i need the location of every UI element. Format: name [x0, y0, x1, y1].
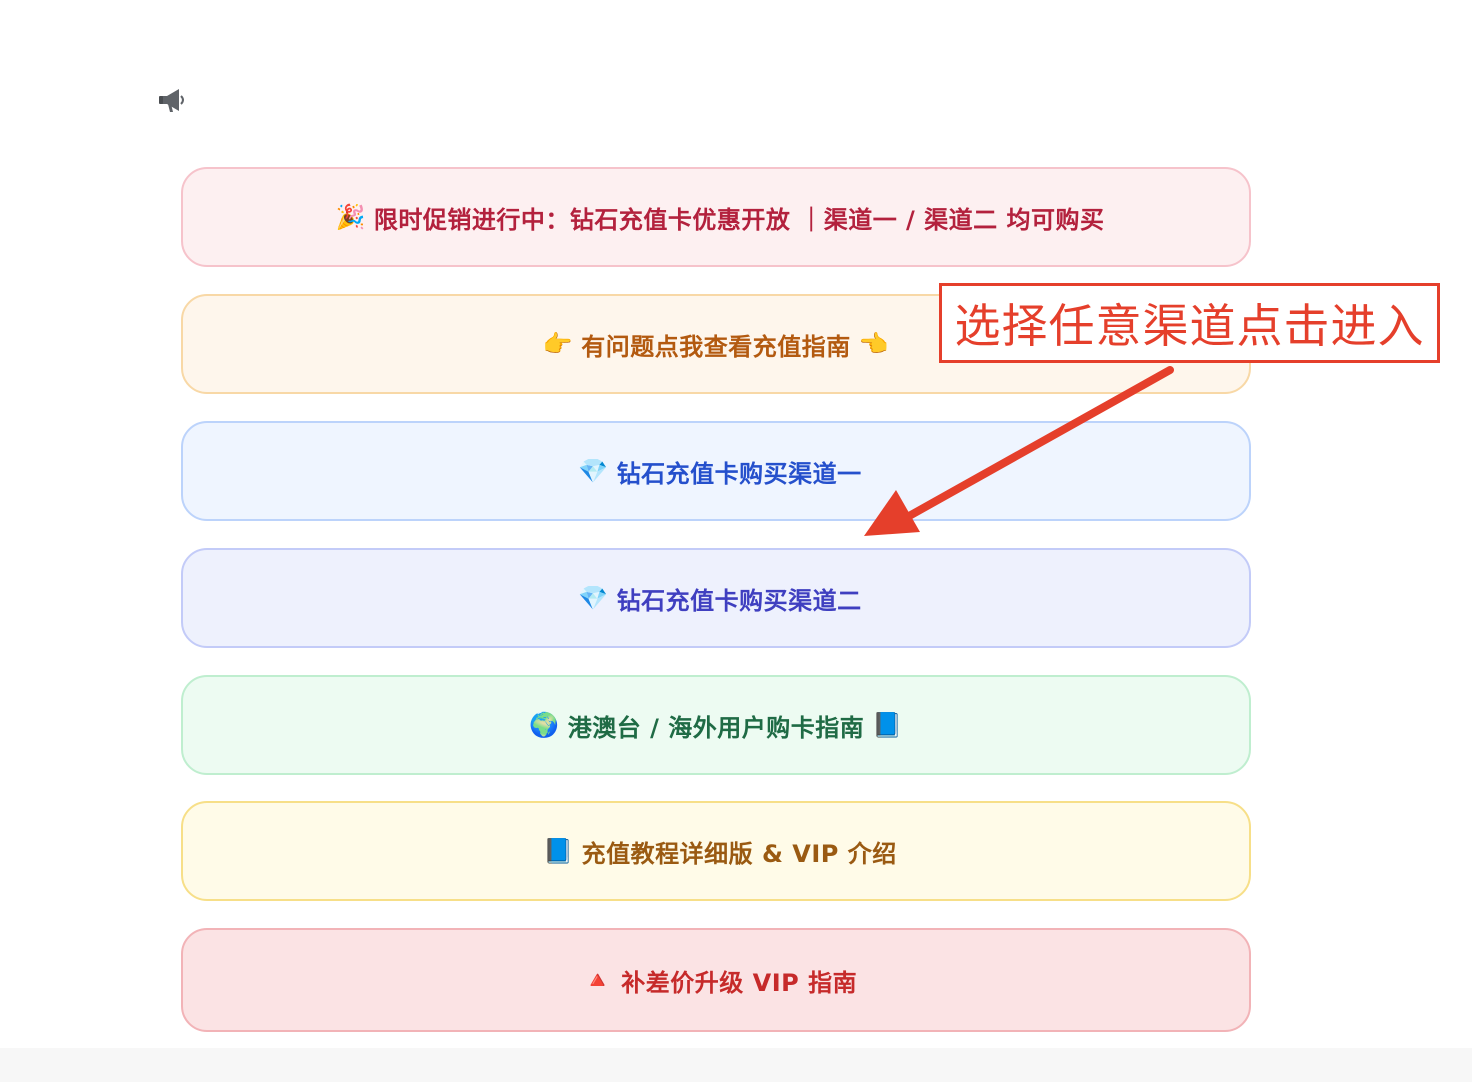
channel-one-button[interactable]: 💎 钻石充值卡购买渠道一 [181, 421, 1251, 521]
diamond-icon: 💎 [578, 584, 609, 612]
annotation-callout: 选择任意渠道点击进入 [939, 283, 1440, 363]
blue-book-icon: 📘 [872, 711, 903, 739]
recharge-guide-label: 有问题点我查看充值指南 [581, 332, 851, 361]
megaphone-icon [159, 89, 184, 112]
globe-icon: 🌍 [529, 711, 560, 739]
red-triangle-icon: 🔺 [582, 966, 614, 994]
promo-banner-button[interactable]: 🎉 限时促销进行中：钻石充值卡优惠开放 ｜渠道一 / 渠道二 均可购买 [181, 167, 1251, 267]
channel-two-button[interactable]: 💎 钻石充值卡购买渠道二 [181, 548, 1251, 648]
overseas-guide-label: 港澳台 / 海外用户购卡指南 [567, 713, 865, 742]
diamond-icon: 💎 [578, 457, 609, 485]
annotation-arrow-icon [864, 366, 1174, 536]
promo-banner-label: 限时促销进行中：钻石充值卡优惠开放 ｜渠道一 / 渠道二 均可购买 [373, 205, 1105, 234]
tutorial-vip-label: 充值教程详细版 & VIP 介绍 [581, 839, 897, 868]
pointing-left-icon: 👈 [858, 330, 890, 358]
party-popper-icon: 🎉 [335, 203, 366, 231]
tutorial-vip-button[interactable]: 📘 充值教程详细版 & VIP 介绍 [181, 801, 1251, 901]
vip-upgrade-label: 补差价升级 VIP 指南 [621, 968, 858, 997]
vip-upgrade-button[interactable]: 🔺 补差价升级 VIP 指南 [181, 928, 1251, 1032]
channel-two-label: 钻石充值卡购买渠道二 [616, 586, 862, 615]
channel-one-label: 钻石充值卡购买渠道一 [616, 459, 862, 488]
blue-book-icon: 📘 [543, 837, 574, 865]
pointing-right-icon: 👉 [542, 330, 574, 358]
overseas-guide-button[interactable]: 🌍 港澳台 / 海外用户购卡指南 📘 [181, 675, 1251, 775]
bottom-strip [0, 1048, 1472, 1082]
